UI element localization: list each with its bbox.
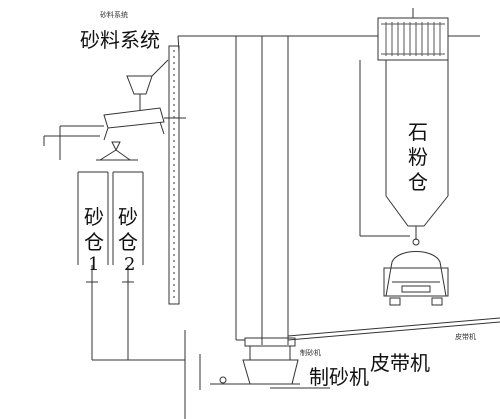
belt-conveyor-label: 皮带机 [370, 351, 430, 375]
bucket-elevator [168, 45, 180, 305]
sand-hopper [126, 75, 153, 95]
sand-maker-body [249, 345, 291, 361]
silo-cone [385, 195, 449, 227]
elevator-head [177, 35, 180, 53]
sand-bin-1-number: 1 [88, 254, 100, 275]
dust-collector [377, 17, 449, 61]
belt-top [287, 317, 500, 337]
screen-support-1 [103, 127, 109, 141]
silo-valve [412, 238, 420, 246]
vibrating-screen [103, 107, 165, 129]
truck-tank [385, 251, 447, 297]
sand-bin-1-label: 砂仓 [84, 205, 104, 254]
chute-to-bin2 [115, 149, 131, 161]
truck-cab [383, 267, 449, 297]
sand-maker-small-label: 制砂机 [300, 349, 321, 357]
sand-bin-2-number: 2 [124, 254, 136, 275]
small-valve [219, 376, 227, 384]
sand-system-label: 砂料系统 [80, 28, 160, 52]
sand-bin-2-label: 砂仓 [118, 205, 138, 254]
screen-support-2 [159, 121, 165, 135]
dust-collector-filters [381, 22, 445, 56]
sand-maker-base [242, 359, 299, 385]
belt-small-label: 皮带机 [455, 333, 476, 341]
sand-maker-label: 制砂机 [309, 365, 369, 389]
truck-grille [401, 285, 431, 293]
elevator-to-hopper [151, 59, 169, 77]
truck-wheel-right [431, 297, 443, 306]
chute-to-bin1 [99, 149, 117, 161]
belt-bottom [287, 321, 500, 341]
stone-powder-bin-label: 石粉仓 [408, 120, 428, 194]
truck-wheel-left [389, 297, 401, 306]
sand-system-small-label: 砂料系统 [100, 11, 128, 19]
distribution-valve [111, 141, 121, 152]
